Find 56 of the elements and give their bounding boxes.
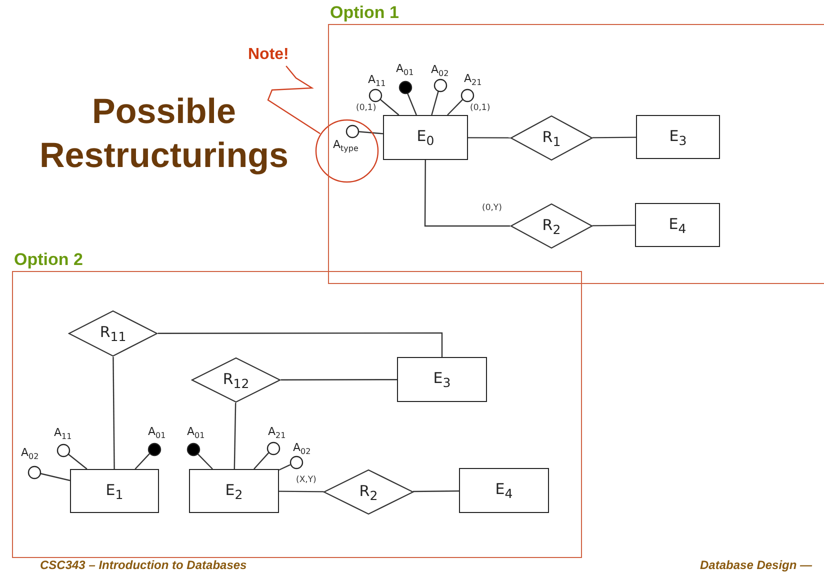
- attribute-label: A$_{02}$: [431, 63, 449, 80]
- connector-line: [592, 136, 636, 138]
- cardinality-label: (X,Y): [296, 475, 316, 485]
- relationship-diamond: R$_{1}$: [510, 115, 593, 161]
- connector-line: [468, 137, 510, 138]
- cardinality-label: (0,1): [356, 103, 376, 113]
- attribute-label: A$_{01}$: [187, 425, 205, 442]
- attribute-label: A$_{11}$: [54, 426, 72, 444]
- entity-box: E$_{1}$: [70, 469, 159, 513]
- footer-text: Database Design —: [700, 559, 812, 572]
- attribute-label: A$_{21}$: [464, 72, 482, 90]
- connector-line: [254, 452, 270, 470]
- connector-line: [280, 379, 397, 380]
- connector-line: [134, 453, 150, 470]
- relationship-diamond: R$_{12}$: [191, 357, 281, 403]
- connector-line: [406, 92, 417, 116]
- slide-title: Possible Restructurings: [38, 91, 290, 177]
- highlight-circle: [315, 119, 379, 183]
- entity-box: E$_{3}$: [397, 357, 487, 402]
- connector-line: [197, 453, 213, 470]
- entity-box: E$_{3}$: [636, 115, 720, 159]
- attribute-label: A$_{01}$: [148, 425, 166, 442]
- entity-box: E$_{4}$: [459, 468, 549, 513]
- leader-line: [267, 66, 320, 134]
- connector-line: [431, 91, 439, 116]
- footer-text: CSC343 – Introduction to Databases: [40, 559, 247, 572]
- attribute-label: A$_{02}$: [293, 441, 311, 458]
- relationship-diamond: R$_{11}$: [68, 310, 158, 357]
- connector-line: [112, 356, 115, 469]
- attribute-label: A$_{11}$: [368, 73, 386, 90]
- connector-line: [447, 99, 463, 116]
- connector-line: [424, 160, 510, 227]
- relationship-diamond: R$_{2}$: [510, 203, 593, 249]
- connector-line: [358, 131, 384, 134]
- connector-line: [234, 402, 236, 470]
- connector-line: [279, 490, 324, 492]
- connector-line: [68, 454, 88, 470]
- connector-line: [592, 224, 635, 226]
- connector-line: [380, 98, 400, 116]
- attribute-label: A$_{type}$: [333, 138, 358, 156]
- note-text: Note!: [248, 44, 306, 66]
- connector-line: [413, 490, 459, 492]
- panel-heading: Option 2: [14, 251, 83, 269]
- attribute-label: A$_{21}$: [268, 425, 286, 442]
- entity-box: E$_{4}$: [635, 203, 720, 247]
- connector-line: [158, 332, 443, 357]
- cardinality-label: (0,1): [470, 103, 490, 113]
- panel-heading: Option 1: [330, 4, 399, 22]
- connector-line: [278, 464, 290, 471]
- relationship-diamond: R$_{2}$: [323, 469, 414, 515]
- entity-box: E$_{0}$: [383, 115, 468, 160]
- attribute-label: A$_{01}$: [396, 62, 414, 80]
- attribute-label: A$_{02}$: [21, 446, 39, 464]
- entity-box: E$_{2}$: [189, 469, 279, 513]
- cardinality-label: (0,Y): [482, 203, 502, 213]
- connector-line: [40, 472, 70, 482]
